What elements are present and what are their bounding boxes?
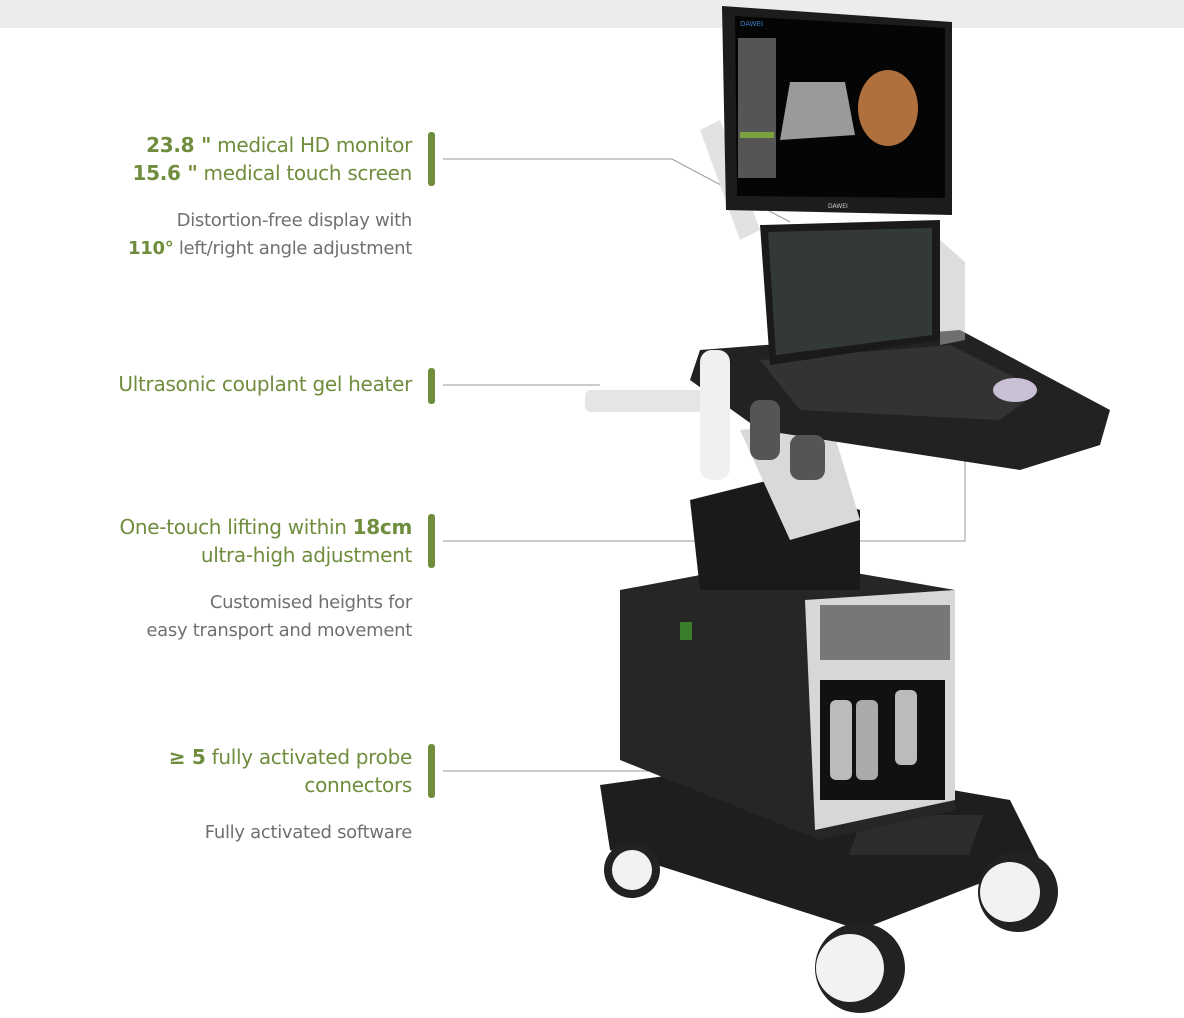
lifting-label2: ultra-high adjustment (200, 543, 412, 567)
lifting-value: 18cm (352, 515, 413, 539)
accent-bar (428, 132, 435, 186)
accent-bar (428, 744, 435, 798)
touch-label: medical touch screen (197, 161, 413, 185)
monitor-size: 23.8 " (146, 133, 212, 157)
touch-size: 15.6 " (132, 161, 198, 185)
angle-value: 110° (128, 238, 174, 259)
accent-bar (428, 368, 435, 404)
top-bar (0, 0, 1184, 28)
lifting-sub2: easy transport and movement (146, 620, 412, 641)
monitor-label: medical HD monitor (211, 133, 412, 157)
probe-sub1: Fully activated software (204, 822, 413, 843)
probe-label: fully activated probe (205, 745, 413, 769)
feature-probes: ≥ 5 fully activated probe connectors Ful… (169, 743, 412, 847)
monitor-brand-logo: DAWEI (740, 20, 763, 28)
accent-bar (428, 514, 435, 568)
feature-gel-heater: Ultrasonic couplant gel heater (118, 370, 412, 398)
feature-lifting: One-touch lifting within 18cm ultra-high… (119, 513, 412, 645)
lifting-label: One-touch lifting within (119, 515, 353, 539)
feature-monitor: 23.8 " medical HD monitor 15.6 " medical… (128, 131, 412, 263)
monitor-sub1: Distortion-free display with (176, 210, 413, 231)
angle-label: left/right angle adjustment (173, 238, 412, 259)
probe-label2: connectors (304, 773, 412, 797)
gel-heater-label: Ultrasonic couplant gel heater (118, 372, 412, 396)
probe-count: ≥ 5 (168, 745, 206, 769)
monitor-bezel-logo: DAWEI (828, 203, 848, 210)
lifting-sub1: Customised heights for (209, 592, 412, 613)
